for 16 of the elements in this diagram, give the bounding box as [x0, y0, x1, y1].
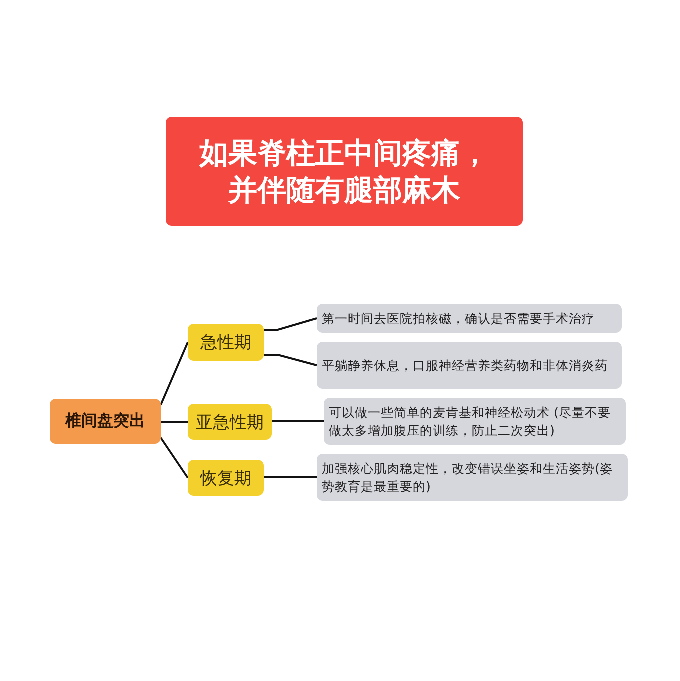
note-box: 加强核心肌肉稳定性，改变错误坐姿和生活姿势(姿势教育是最重要的) — [317, 454, 628, 501]
connector-line — [272, 420, 324, 422]
connector-line — [161, 421, 188, 423]
connector-line — [160, 437, 189, 479]
note-box: 可以做一些简单的麦肯基和神经松动术 (尽量不要做太多增加腹压的训练，防止二次突出) — [324, 398, 626, 445]
connector-line — [264, 318, 318, 331]
connector-line — [160, 342, 189, 406]
topic-box: 椎间盘突出 — [50, 399, 161, 444]
note-box: 第一时间去医院拍核磁，确认是否需要手术治疗 — [317, 304, 622, 333]
phase-box: 恢复期 — [188, 460, 264, 496]
title-box: 如果脊柱正中间疼痛，并伴随有腿部麻木 — [166, 117, 523, 226]
connector-line — [264, 476, 317, 478]
connector-line — [264, 354, 318, 366]
note-box: 平躺静养休息，口服神经营养类药物和非体消炎药 — [317, 342, 622, 389]
phase-box: 亚急性期 — [188, 404, 272, 440]
phase-box: 急性期 — [188, 324, 264, 361]
